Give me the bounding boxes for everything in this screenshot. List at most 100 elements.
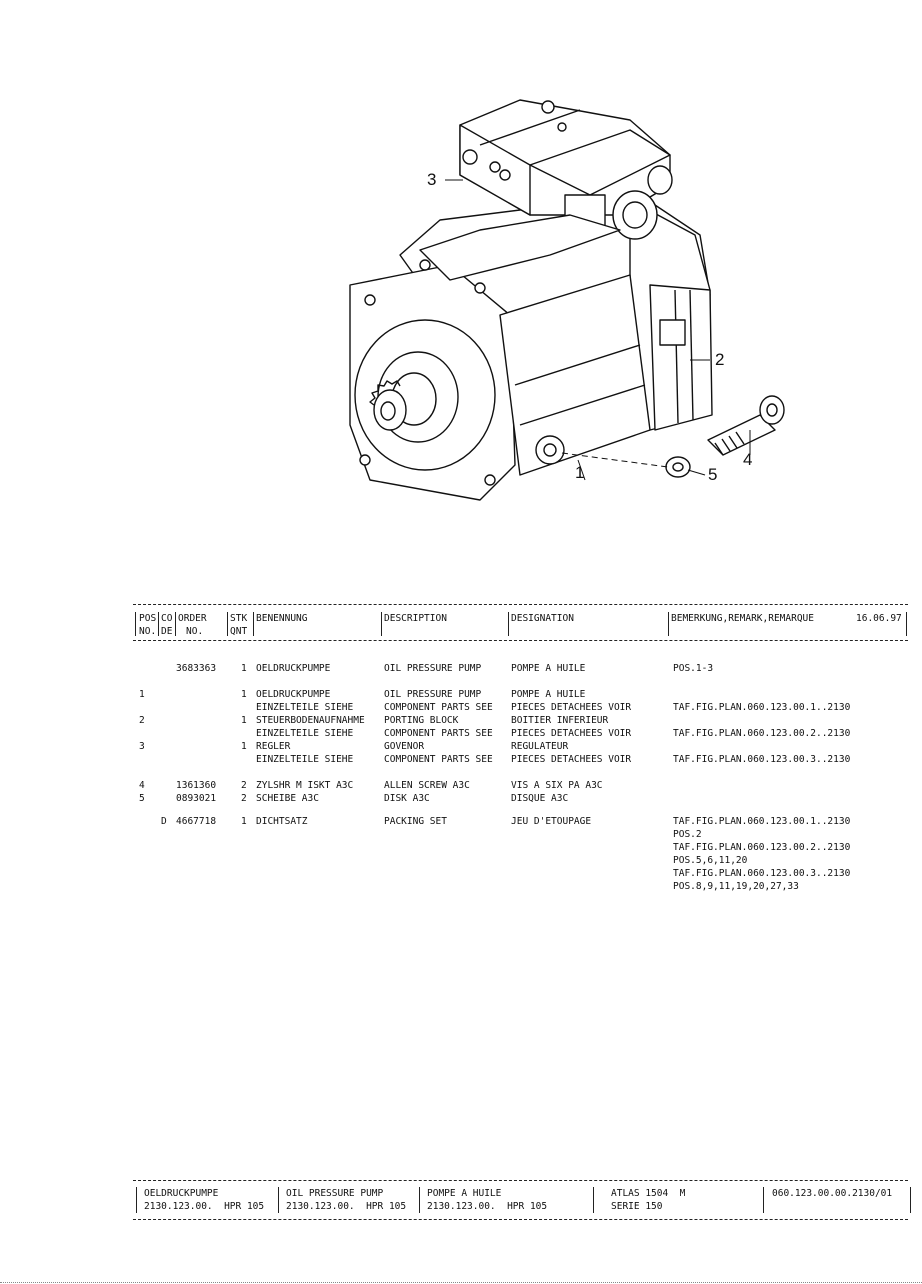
- table-row: POS.8,9,11,19,20,27,33: [133, 880, 908, 893]
- footer-name-en: OIL PRESSURE PUMP: [286, 1188, 384, 1199]
- row-description: COMPONENT PARTS SEE: [384, 728, 493, 739]
- table-row: 1 1 OELDRUCKPUMPE OIL PRESSURE PUMP POMP…: [133, 688, 908, 701]
- table-header-rule: [133, 640, 908, 641]
- footer-divider: [419, 1187, 420, 1213]
- header-divider: [227, 612, 228, 636]
- header-description: DESCRIPTION: [384, 613, 447, 624]
- table-row: POS.2: [133, 828, 908, 841]
- header-divider: [668, 612, 669, 636]
- footer-divider: [910, 1187, 911, 1213]
- header-divider: [253, 612, 254, 636]
- row-qty: 2: [241, 793, 247, 804]
- row-designation: PIECES DETACHEES VOIR: [511, 728, 632, 739]
- table-row: EINZELTEILE SIEHE COMPONENT PARTS SEE PI…: [133, 727, 908, 740]
- row-name: OELDRUCKPUMPE: [256, 689, 331, 700]
- table-row: POS.5,6,11,20: [133, 854, 908, 867]
- row-description: ALLEN SCREW A3C: [384, 780, 470, 791]
- header-order-no: NO.: [186, 626, 204, 637]
- footer-bottom-rule: [133, 1219, 908, 1220]
- callout-1: 1: [575, 463, 585, 482]
- callout-4: 4: [743, 450, 753, 469]
- row-description: COMPONENT PARTS SEE: [384, 702, 493, 713]
- footer-divider: [136, 1187, 137, 1213]
- header-pos: POS: [139, 613, 157, 624]
- row-remark: TAF.FIG.PLAN.060.123.00.2..2130: [673, 842, 851, 853]
- row-order: 1361360: [176, 780, 217, 791]
- row-remark: POS.5,6,11,20: [673, 855, 748, 866]
- header-divider: [158, 612, 159, 636]
- footer-code-en: 2130.123.00. HPR 105: [286, 1201, 407, 1212]
- row-order: 3683363: [176, 663, 217, 674]
- row-pos: 1: [139, 689, 145, 700]
- row-name: REGLER: [256, 741, 291, 752]
- row-name: EINZELTEILE SIEHE: [256, 754, 354, 765]
- table-top-rule: [133, 604, 908, 605]
- row-designation: JEU D'ETOUPAGE: [511, 816, 592, 827]
- footer-divider: [278, 1187, 279, 1213]
- page-bottom-edge: [0, 1282, 922, 1283]
- table-row: 3683363 1 OELDRUCKPUMPE OIL PRESSURE PUM…: [133, 662, 908, 675]
- pump-illustration: [349, 99, 785, 501]
- header-remark: BEMERKUNG,REMARK,REMARQUE: [671, 613, 814, 624]
- row-remark: TAF.FIG.PLAN.060.123.00.1..2130: [673, 702, 851, 713]
- row-name: OELDRUCKPUMPE: [256, 663, 331, 674]
- row-qty: 1: [241, 816, 247, 827]
- header-designation: DESIGNATION: [511, 613, 574, 624]
- pump-exploded-drawing: 3 2 1 4 5: [330, 85, 800, 515]
- row-remark: TAF.FIG.PLAN.060.123.00.3..2130: [673, 868, 851, 879]
- row-designation: BOITIER INFERIEUR: [511, 715, 609, 726]
- row-pos: 3: [139, 741, 145, 752]
- row-remark: TAF.FIG.PLAN.060.123.00.1..2130: [673, 816, 851, 827]
- header-benennung: BENENNUNG: [256, 613, 308, 624]
- row-pos: 2: [139, 715, 145, 726]
- row-name: ZYLSHR M ISKT A3C: [256, 780, 354, 791]
- row-remark: POS.2: [673, 829, 702, 840]
- footer-plan-number: 060.123.00.00.2130/01: [772, 1188, 893, 1199]
- row-description: PORTING BLOCK: [384, 715, 459, 726]
- table-row: TAF.FIG.PLAN.060.123.00.3..2130: [133, 867, 908, 880]
- header-divider: [135, 612, 136, 636]
- footer-series: SERIE 150: [611, 1201, 663, 1212]
- row-description: DISK A3C: [384, 793, 430, 804]
- row-qty: 1: [241, 663, 247, 674]
- row-designation: POMPE A HUILE: [511, 663, 586, 674]
- header-order: ORDER: [178, 613, 207, 624]
- row-description: GOVENOR: [384, 741, 425, 752]
- row-remark: TAF.FIG.PLAN.060.123.00.3..2130: [673, 754, 851, 765]
- row-name: SCHEIBE A3C: [256, 793, 319, 804]
- row-remark: POS.8,9,11,19,20,27,33: [673, 881, 799, 892]
- row-designation: PIECES DETACHEES VOIR: [511, 754, 632, 765]
- row-order: 0893021: [176, 793, 217, 804]
- row-description: OIL PRESSURE PUMP: [384, 689, 482, 700]
- callout-5: 5: [708, 465, 718, 484]
- row-name: EINZELTEILE SIEHE: [256, 702, 354, 713]
- row-name: DICHTSATZ: [256, 816, 308, 827]
- table-row: EINZELTEILE SIEHE COMPONENT PARTS SEE PI…: [133, 701, 908, 714]
- table-row: 2 1 STEUERBODENAUFNAHME PORTING BLOCK BO…: [133, 714, 908, 727]
- table-row: 3 1 REGLER GOVENOR REGULATEUR: [133, 740, 908, 753]
- footer-divider: [593, 1187, 594, 1213]
- footer-top-rule: [133, 1180, 908, 1181]
- table-row: 4 1361360 2 ZYLSHR M ISKT A3C ALLEN SCRE…: [133, 779, 908, 792]
- table-row: TAF.FIG.PLAN.060.123.00.2..2130: [133, 841, 908, 854]
- row-remark: TAF.FIG.PLAN.060.123.00.2..2130: [673, 728, 851, 739]
- row-description: OIL PRESSURE PUMP: [384, 663, 482, 674]
- table-row: D 4667718 1 DICHTSATZ PACKING SET JEU D'…: [133, 815, 908, 828]
- table-row: 5 0893021 2 SCHEIBE A3C DISK A3C DISQUE …: [133, 792, 908, 805]
- header-divider: [381, 612, 382, 636]
- footer-code-fr: 2130.123.00. HPR 105: [427, 1201, 548, 1212]
- header-divider: [175, 612, 176, 636]
- header-date: 16.06.97: [856, 613, 902, 624]
- row-qty: 2: [241, 780, 247, 791]
- row-name: STEUERBODENAUFNAHME: [256, 715, 365, 726]
- row-designation: REGULATEUR: [511, 741, 569, 752]
- row-qty: 1: [241, 715, 247, 726]
- footer-name-de: OELDRUCKPUMPE: [144, 1188, 219, 1199]
- footer-name-fr: POMPE A HUILE: [427, 1188, 502, 1199]
- header-qty-1: STK: [230, 613, 248, 624]
- header-code-1: CO: [161, 613, 173, 624]
- header-divider: [508, 612, 509, 636]
- row-code: D: [161, 816, 167, 827]
- row-pos: 4: [139, 780, 145, 791]
